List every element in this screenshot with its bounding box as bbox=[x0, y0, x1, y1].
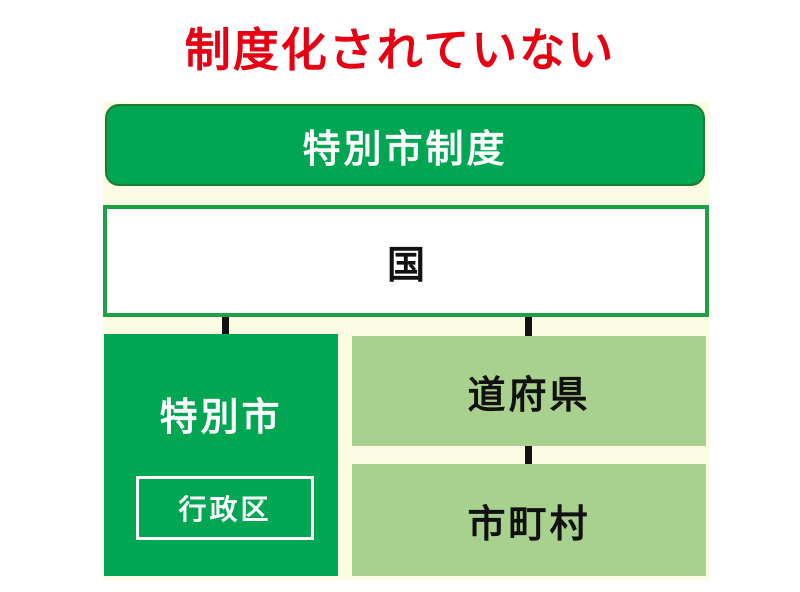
connector-country-special-city bbox=[222, 317, 229, 334]
special-city-system-header: 特別市制度 bbox=[105, 104, 705, 186]
prefecture-box: 道府県 bbox=[352, 336, 706, 446]
connector-prefecture-municipality bbox=[525, 446, 532, 464]
special-city-box: 特別市 行政区 bbox=[104, 334, 338, 576]
connector-country-prefecture bbox=[525, 317, 532, 336]
administrative-ward-box: 行政区 bbox=[136, 476, 314, 540]
special-city-label: 特別市 bbox=[159, 395, 283, 439]
municipality-box: 市町村 bbox=[352, 464, 706, 576]
country-box: 国 bbox=[103, 205, 709, 317]
diagram-title: 制度化されていない bbox=[184, 23, 616, 77]
